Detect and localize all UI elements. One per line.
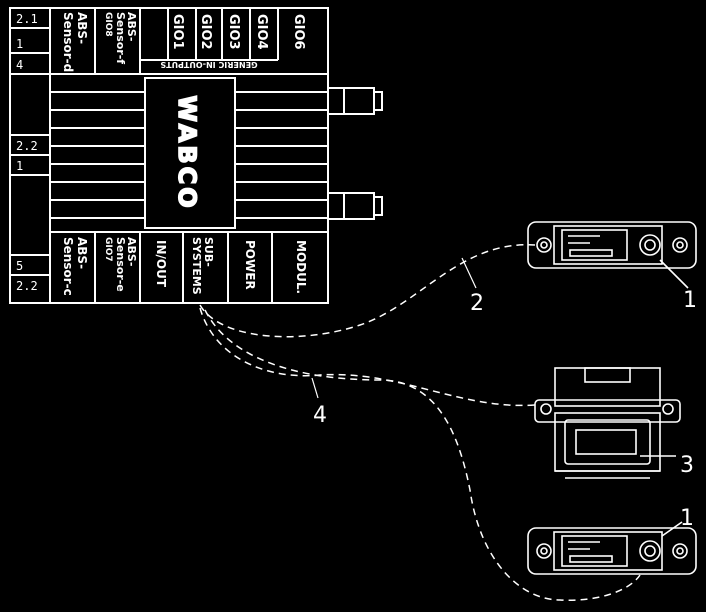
pin-label-2-2-mid: 2.2 xyxy=(16,139,38,153)
callout-1-upper: 1 xyxy=(683,288,697,313)
sensor-e-line3: GIO7 xyxy=(103,237,113,262)
pin-labels: 2.1 1 4 2.2 1 5 2.2 xyxy=(16,12,38,293)
cable-4-lower xyxy=(204,309,641,601)
port-gio3: GIO3 xyxy=(226,14,241,50)
pin-label-4: 4 xyxy=(16,58,23,72)
port-inout: IN/OUT xyxy=(154,240,168,288)
sensor-module-upper xyxy=(527,221,697,289)
port-gio1: GIO1 xyxy=(170,14,185,50)
sensor-c-line1: ABS- xyxy=(75,237,89,269)
cable-4-upper xyxy=(199,307,536,407)
cables xyxy=(199,244,641,601)
sensor-e-line1: ABS- xyxy=(125,237,138,266)
pin-label-2-1: 2.1 xyxy=(16,12,38,26)
sensor-c-line2: Sensor-c xyxy=(61,237,75,296)
modulator xyxy=(9,7,383,304)
pin-label-1-mid: 1 xyxy=(16,159,23,173)
sensor-f-line2: Sensor-f xyxy=(114,12,127,64)
callout-4: 4 xyxy=(313,403,327,428)
bolt-upper xyxy=(327,87,375,115)
bottom-port-labels: MODUL. POWER SUB- SYSTEMS IN/OUT ABS- Se… xyxy=(61,237,308,296)
pin-label-2-2-bottom: 2.2 xyxy=(16,279,38,293)
bottom-connector xyxy=(49,231,329,304)
top-port-labels: GIO6 GIO4 GIO3 GIO2 GIO1 GENERIC IN-OUTP… xyxy=(61,12,306,72)
port-gio4: GIO4 xyxy=(254,14,269,50)
port-subsystems-line2: SYSTEMS xyxy=(190,237,203,295)
pin-label-5: 5 xyxy=(16,259,23,273)
bolt-lower xyxy=(327,192,375,220)
port-modul: MODUL. xyxy=(294,240,308,294)
callout-2: 2 xyxy=(470,291,484,316)
port-gio2: GIO2 xyxy=(198,14,213,50)
sensor-e-line2: Sensor-e xyxy=(114,237,127,292)
logo-plate xyxy=(144,77,236,229)
sensor-f-line3: GIO8 xyxy=(103,12,113,37)
pin-label-1-top: 1 xyxy=(16,37,23,51)
sensor-module-lower xyxy=(527,521,697,575)
port-gio6: GIO6 xyxy=(291,14,306,50)
generic-inoutputs-caption: GENERIC IN-OUTPUTS xyxy=(160,60,258,69)
callout-3: 3 xyxy=(680,453,694,478)
cable-2 xyxy=(199,244,536,338)
port-subsystems-line1: SUB- xyxy=(202,237,215,267)
control-unit xyxy=(534,367,681,479)
callout-1-lower: 1 xyxy=(680,506,694,531)
sensor-d-line1: ABS- xyxy=(75,12,89,44)
leader-lines xyxy=(311,257,477,399)
sensor-d-line2: Sensor-d xyxy=(61,12,75,72)
brand-logo: WABCO xyxy=(173,95,201,210)
port-power: POWER xyxy=(243,240,257,290)
sensor-f-line1: ABS- xyxy=(125,12,138,41)
